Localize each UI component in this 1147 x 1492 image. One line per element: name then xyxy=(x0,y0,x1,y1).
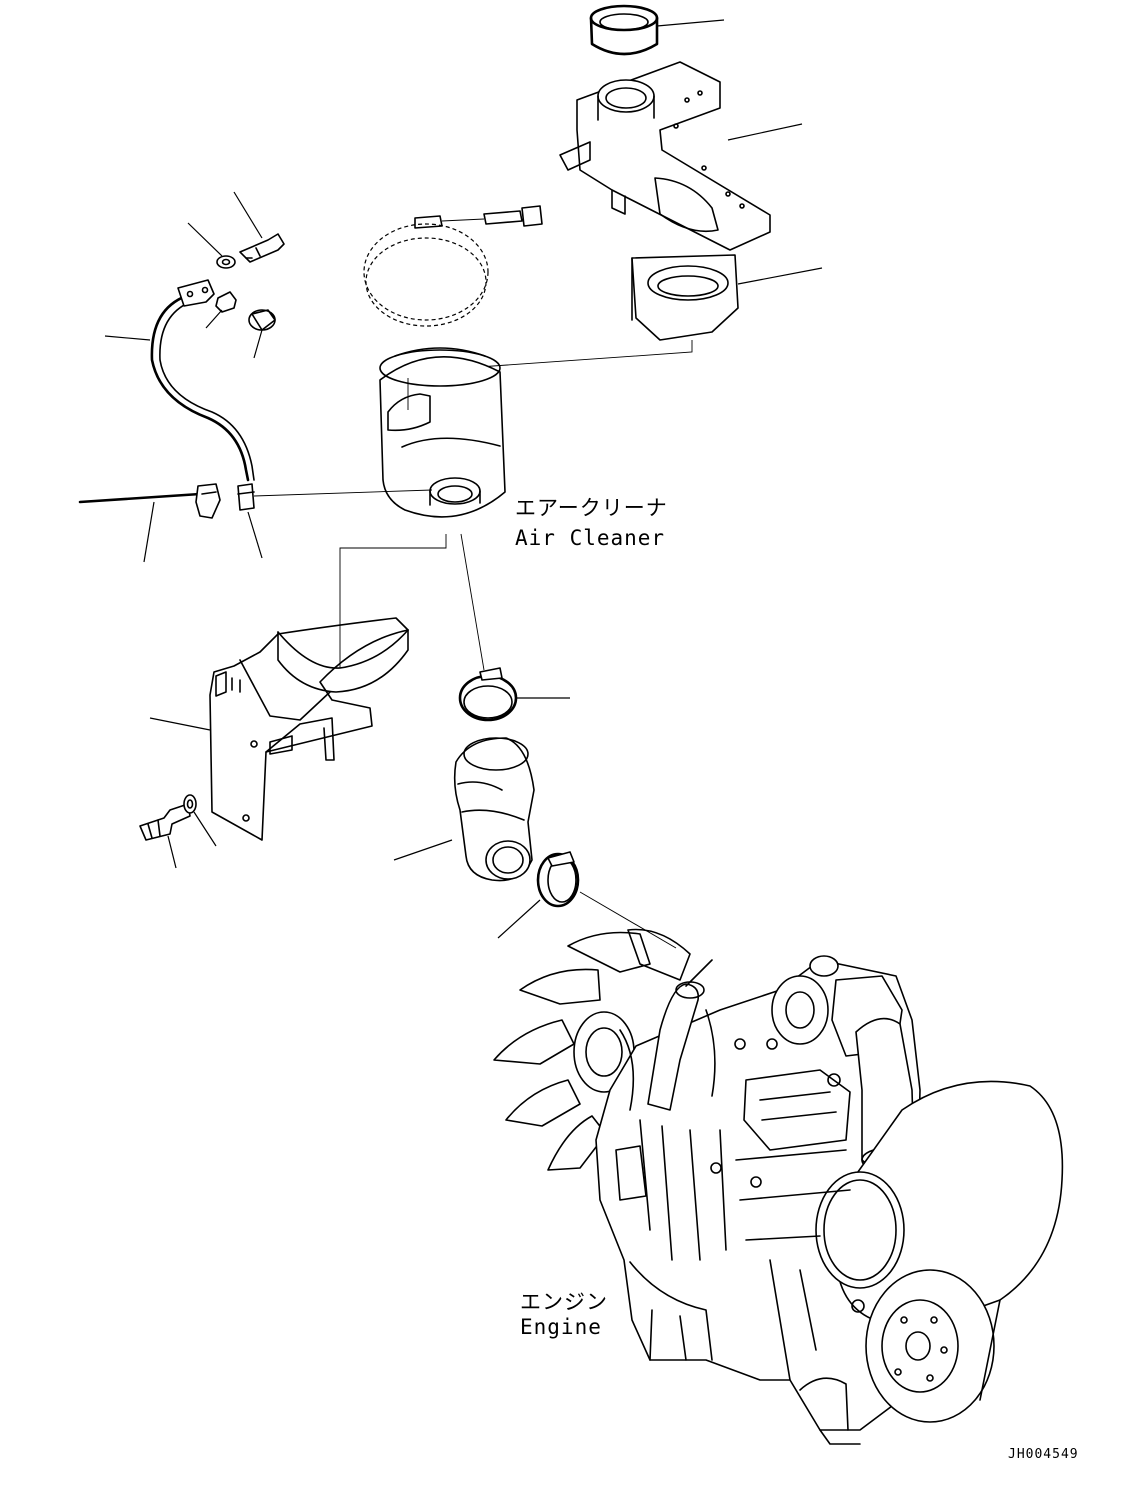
intake-cover xyxy=(407,254,823,376)
washer-and-bolt-lower xyxy=(139,794,217,869)
engine-label-en: Engine xyxy=(520,1315,602,1339)
tube-fitting xyxy=(237,483,433,559)
intake-elbow-hose xyxy=(393,737,535,882)
washer-and-bolt-upper xyxy=(187,191,285,269)
air-cleaner-label-jp: エアークリーナ xyxy=(515,496,668,520)
engine-label-jp: エンジン xyxy=(520,1290,608,1314)
hose-clamp-upper xyxy=(458,533,570,722)
hose-clamp-lower xyxy=(497,851,677,949)
engine-assembly xyxy=(493,928,1064,1445)
vacuator-valve-and-wire xyxy=(78,483,221,563)
drawing-code: JH004549 xyxy=(1008,1447,1079,1462)
nut-and-sensor xyxy=(205,291,276,359)
top-seal-ring xyxy=(589,4,725,56)
mounting-bracket xyxy=(559,61,803,251)
air-cleaner-body xyxy=(379,347,506,518)
band-clamp-dashed xyxy=(363,205,543,327)
indicator-hose-assembly xyxy=(104,279,255,482)
cleaner-support-bracket xyxy=(149,534,447,841)
air-cleaner-label-en: Air Cleaner xyxy=(515,526,666,550)
